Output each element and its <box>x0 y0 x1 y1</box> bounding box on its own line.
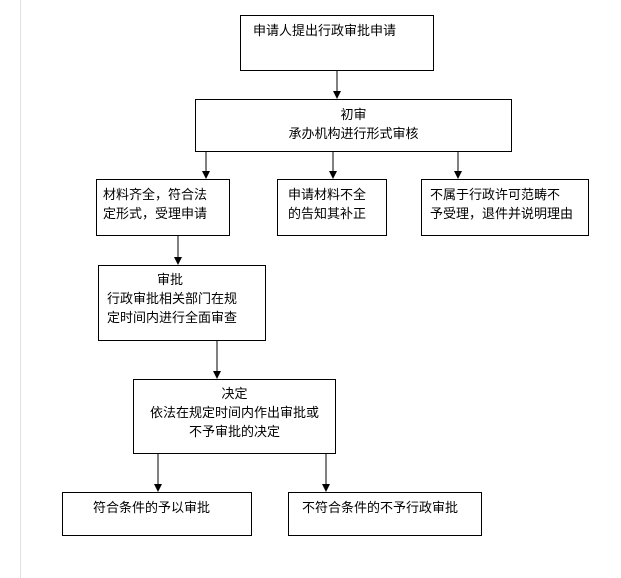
node-apply: 申请人提出行政审批申请 <box>240 15 434 71</box>
node-denied-line-1: 不符合条件的不予行政审批 <box>302 501 459 516</box>
node-incomplete: 申请材料不全 的告知其补正 <box>277 179 387 236</box>
node-reject-line-1: 不属于行政许可范畴不 <box>430 188 561 203</box>
node-reject: 不属于行政许可范畴不 予受理，退件并说明理由 <box>421 179 589 236</box>
node-approval-title: 审批 <box>157 273 184 288</box>
node-reject-line-2: 予受理，退件并说明理由 <box>430 207 574 222</box>
node-initial-review-title: 初审 <box>340 108 367 123</box>
node-accept-line-2: 定形式，受理申请 <box>103 207 208 222</box>
node-approval-line-2: 行政审批相关部门在规 <box>107 292 238 307</box>
node-incomplete-line-2: 的告知其补正 <box>288 207 367 222</box>
node-decision-title: 决定 <box>221 387 248 402</box>
node-approval: 审批 行政审批相关部门在规 定时间内进行全面审查 <box>98 265 266 341</box>
node-decision-line-2: 依法在规定时间内作出审批或 <box>149 406 319 421</box>
node-denied: 不符合条件的不予行政审批 <box>288 492 482 536</box>
node-apply-line-1: 申请人提出行政审批申请 <box>253 24 397 39</box>
node-initial-review: 初审 承办机构进行形式审核 <box>195 99 512 152</box>
node-initial-review-line-2: 承办机构进行形式审核 <box>288 127 419 142</box>
node-approval-line-3: 定时间内进行全面审查 <box>107 311 238 326</box>
node-incomplete-line-1: 申请材料不全 <box>288 188 367 203</box>
node-decision: 决定 依法在规定时间内作出审批或 不予审批的决定 <box>133 379 336 454</box>
node-granted-line-1: 符合条件的予以审批 <box>93 501 211 516</box>
node-accept-line-1: 材料齐全，符合法 <box>103 188 208 203</box>
node-decision-line-3: 不予审批的决定 <box>188 425 280 440</box>
node-granted: 符合条件的予以审批 <box>62 492 252 536</box>
node-accept: 材料齐全，符合法 定形式，受理申请 <box>96 179 230 236</box>
page-left-rule <box>20 0 21 578</box>
